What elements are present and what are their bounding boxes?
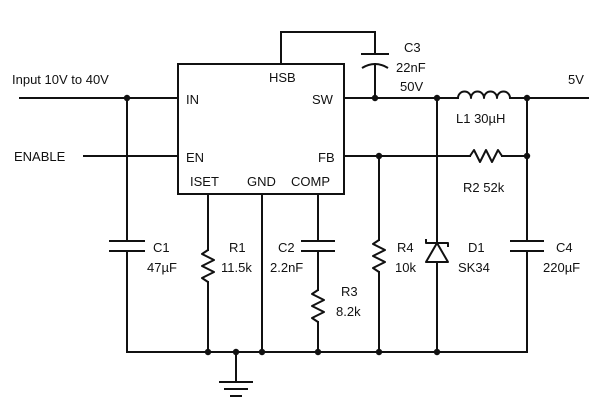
r4-resistor bbox=[372, 239, 386, 273]
c1-value: 47µF bbox=[147, 260, 177, 275]
r4-value: 10k bbox=[395, 260, 416, 275]
pin-en-label: EN bbox=[186, 150, 204, 165]
r3-resistor bbox=[311, 289, 325, 323]
r3-value: 8.2k bbox=[336, 304, 361, 319]
gnd-junction-pin bbox=[258, 348, 266, 356]
l1-label: L1 30µH bbox=[456, 111, 505, 126]
c3-value: 22nF bbox=[396, 60, 426, 75]
pin-iset-label: ISET bbox=[190, 174, 219, 189]
d1-value: SK34 bbox=[458, 260, 490, 275]
r2-resistor bbox=[469, 149, 503, 163]
c4-value: 220µF bbox=[543, 260, 580, 275]
l1-inductor bbox=[457, 90, 511, 99]
r1-value: 11.5k bbox=[221, 260, 252, 275]
pin-sw-label: SW bbox=[312, 92, 334, 107]
c2-ref: C2 bbox=[278, 240, 295, 255]
c1-ref: C1 bbox=[153, 240, 170, 255]
gnd-junction-r3 bbox=[314, 348, 322, 356]
input-voltage-label: Input 10V to 40V bbox=[12, 72, 109, 87]
r1-resistor bbox=[201, 249, 215, 283]
c3-ref: C3 bbox=[404, 40, 421, 55]
hsb-wire bbox=[280, 31, 376, 65]
c3-rating: 50V bbox=[400, 79, 423, 94]
pin-in-label: IN bbox=[186, 92, 199, 107]
enable-label: ENABLE bbox=[14, 149, 66, 164]
sw-junction-c3 bbox=[371, 94, 379, 102]
d1-ref: D1 bbox=[468, 240, 485, 255]
r3-ref: R3 bbox=[341, 284, 358, 299]
d1-triangle bbox=[425, 242, 449, 263]
c2-value: 2.2nF bbox=[270, 260, 303, 275]
r1-ref: R1 bbox=[229, 240, 246, 255]
pin-gnd-label: GND bbox=[247, 174, 276, 189]
r4-ref: R4 bbox=[397, 240, 414, 255]
pin-hsb-label: HSB bbox=[269, 70, 296, 85]
output-voltage-label: 5V bbox=[568, 72, 584, 87]
r2-label: R2 52k bbox=[463, 180, 505, 195]
c4-ref: C4 bbox=[556, 240, 573, 255]
gnd-junction-r4 bbox=[375, 348, 383, 356]
gnd-junction-d1 bbox=[433, 348, 441, 356]
pin-comp-label: COMP bbox=[291, 174, 330, 189]
pin-fb-label: FB bbox=[318, 150, 335, 165]
gnd-junction-r1 bbox=[204, 348, 212, 356]
